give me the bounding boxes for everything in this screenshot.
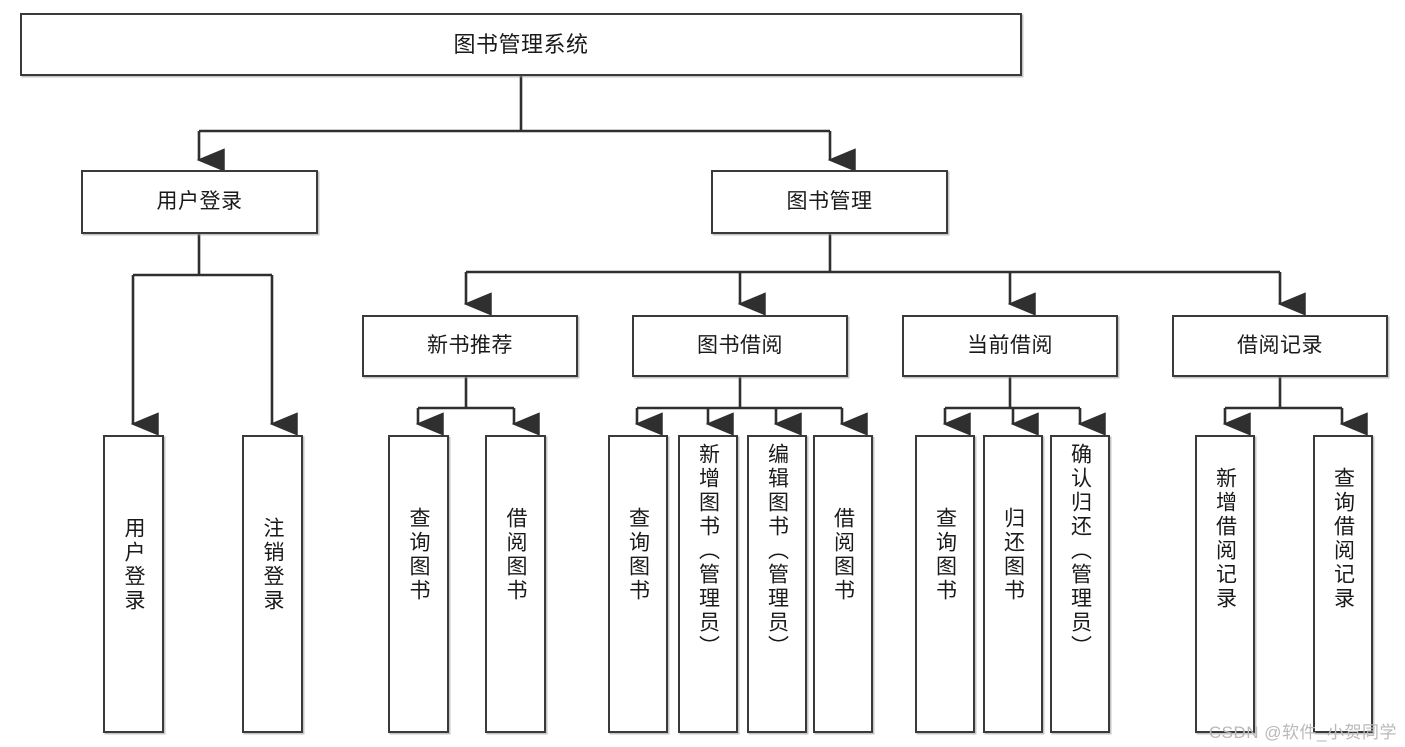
node-leaf-borrow-book-1[interactable]: 借阅图书 <box>485 435 546 733</box>
node-label: 图书借阅 <box>697 333 783 357</box>
node-label: 查询图书 <box>626 507 650 603</box>
node-leaf-edit-book[interactable]: 编辑图书（管理员） <box>747 435 807 733</box>
node-leaf-query-book-1[interactable]: 查询图书 <box>388 435 449 733</box>
node-label: 图书管理系统 <box>453 31 589 57</box>
node-label: 新增借阅记录 <box>1213 467 1237 611</box>
node-leaf-add-borrow-record[interactable]: 新增借阅记录 <box>1195 435 1255 733</box>
node-label: 归还图书 <box>1001 507 1025 603</box>
node-label: 借阅图书 <box>831 507 855 603</box>
node-leaf-logout-login[interactable]: 注销登录 <box>242 435 303 733</box>
node-label: 新书推荐 <box>427 333 513 357</box>
node-new-book-recommend[interactable]: 新书推荐 <box>362 315 578 377</box>
node-label: 查询图书 <box>407 507 430 603</box>
node-label: 确认归还（管理员） <box>1068 443 1092 659</box>
node-leaf-borrow-book-2[interactable]: 借阅图书 <box>813 435 873 733</box>
node-label: 图书管理 <box>786 189 873 213</box>
node-label: 查询借阅记录 <box>1331 467 1355 611</box>
node-leaf-return-book[interactable]: 归还图书 <box>983 435 1043 733</box>
node-current-borrow[interactable]: 当前借阅 <box>902 315 1118 377</box>
node-label: 注销登录 <box>261 517 284 613</box>
node-leaf-query-book-3[interactable]: 查询图书 <box>915 435 975 733</box>
node-label: 用户登录 <box>156 189 243 213</box>
node-user-login[interactable]: 用户登录 <box>81 170 318 234</box>
node-label: 查询图书 <box>933 507 957 603</box>
node-root-book-management-system[interactable]: 图书管理系统 <box>20 13 1022 76</box>
node-label: 新增图书（管理员） <box>696 443 720 659</box>
node-label: 借阅图书 <box>504 507 527 603</box>
node-leaf-user-login[interactable]: 用户登录 <box>103 435 164 733</box>
node-leaf-query-borrow-record[interactable]: 查询借阅记录 <box>1313 435 1373 733</box>
csdn-watermark: CSDN @软件_小贺同学 <box>1208 723 1397 742</box>
node-leaf-confirm-return[interactable]: 确认归还（管理员） <box>1050 435 1110 733</box>
node-leaf-add-book[interactable]: 新增图书（管理员） <box>678 435 738 733</box>
node-label: 借阅记录 <box>1237 333 1323 357</box>
node-book-management[interactable]: 图书管理 <box>711 170 948 234</box>
node-book-borrow[interactable]: 图书借阅 <box>632 315 848 377</box>
node-label: 编辑图书（管理员） <box>765 443 789 659</box>
node-borrow-record[interactable]: 借阅记录 <box>1172 315 1388 377</box>
node-leaf-query-book-2[interactable]: 查询图书 <box>608 435 668 733</box>
node-label: 当前借阅 <box>967 333 1053 357</box>
node-label: 用户登录 <box>122 517 145 613</box>
